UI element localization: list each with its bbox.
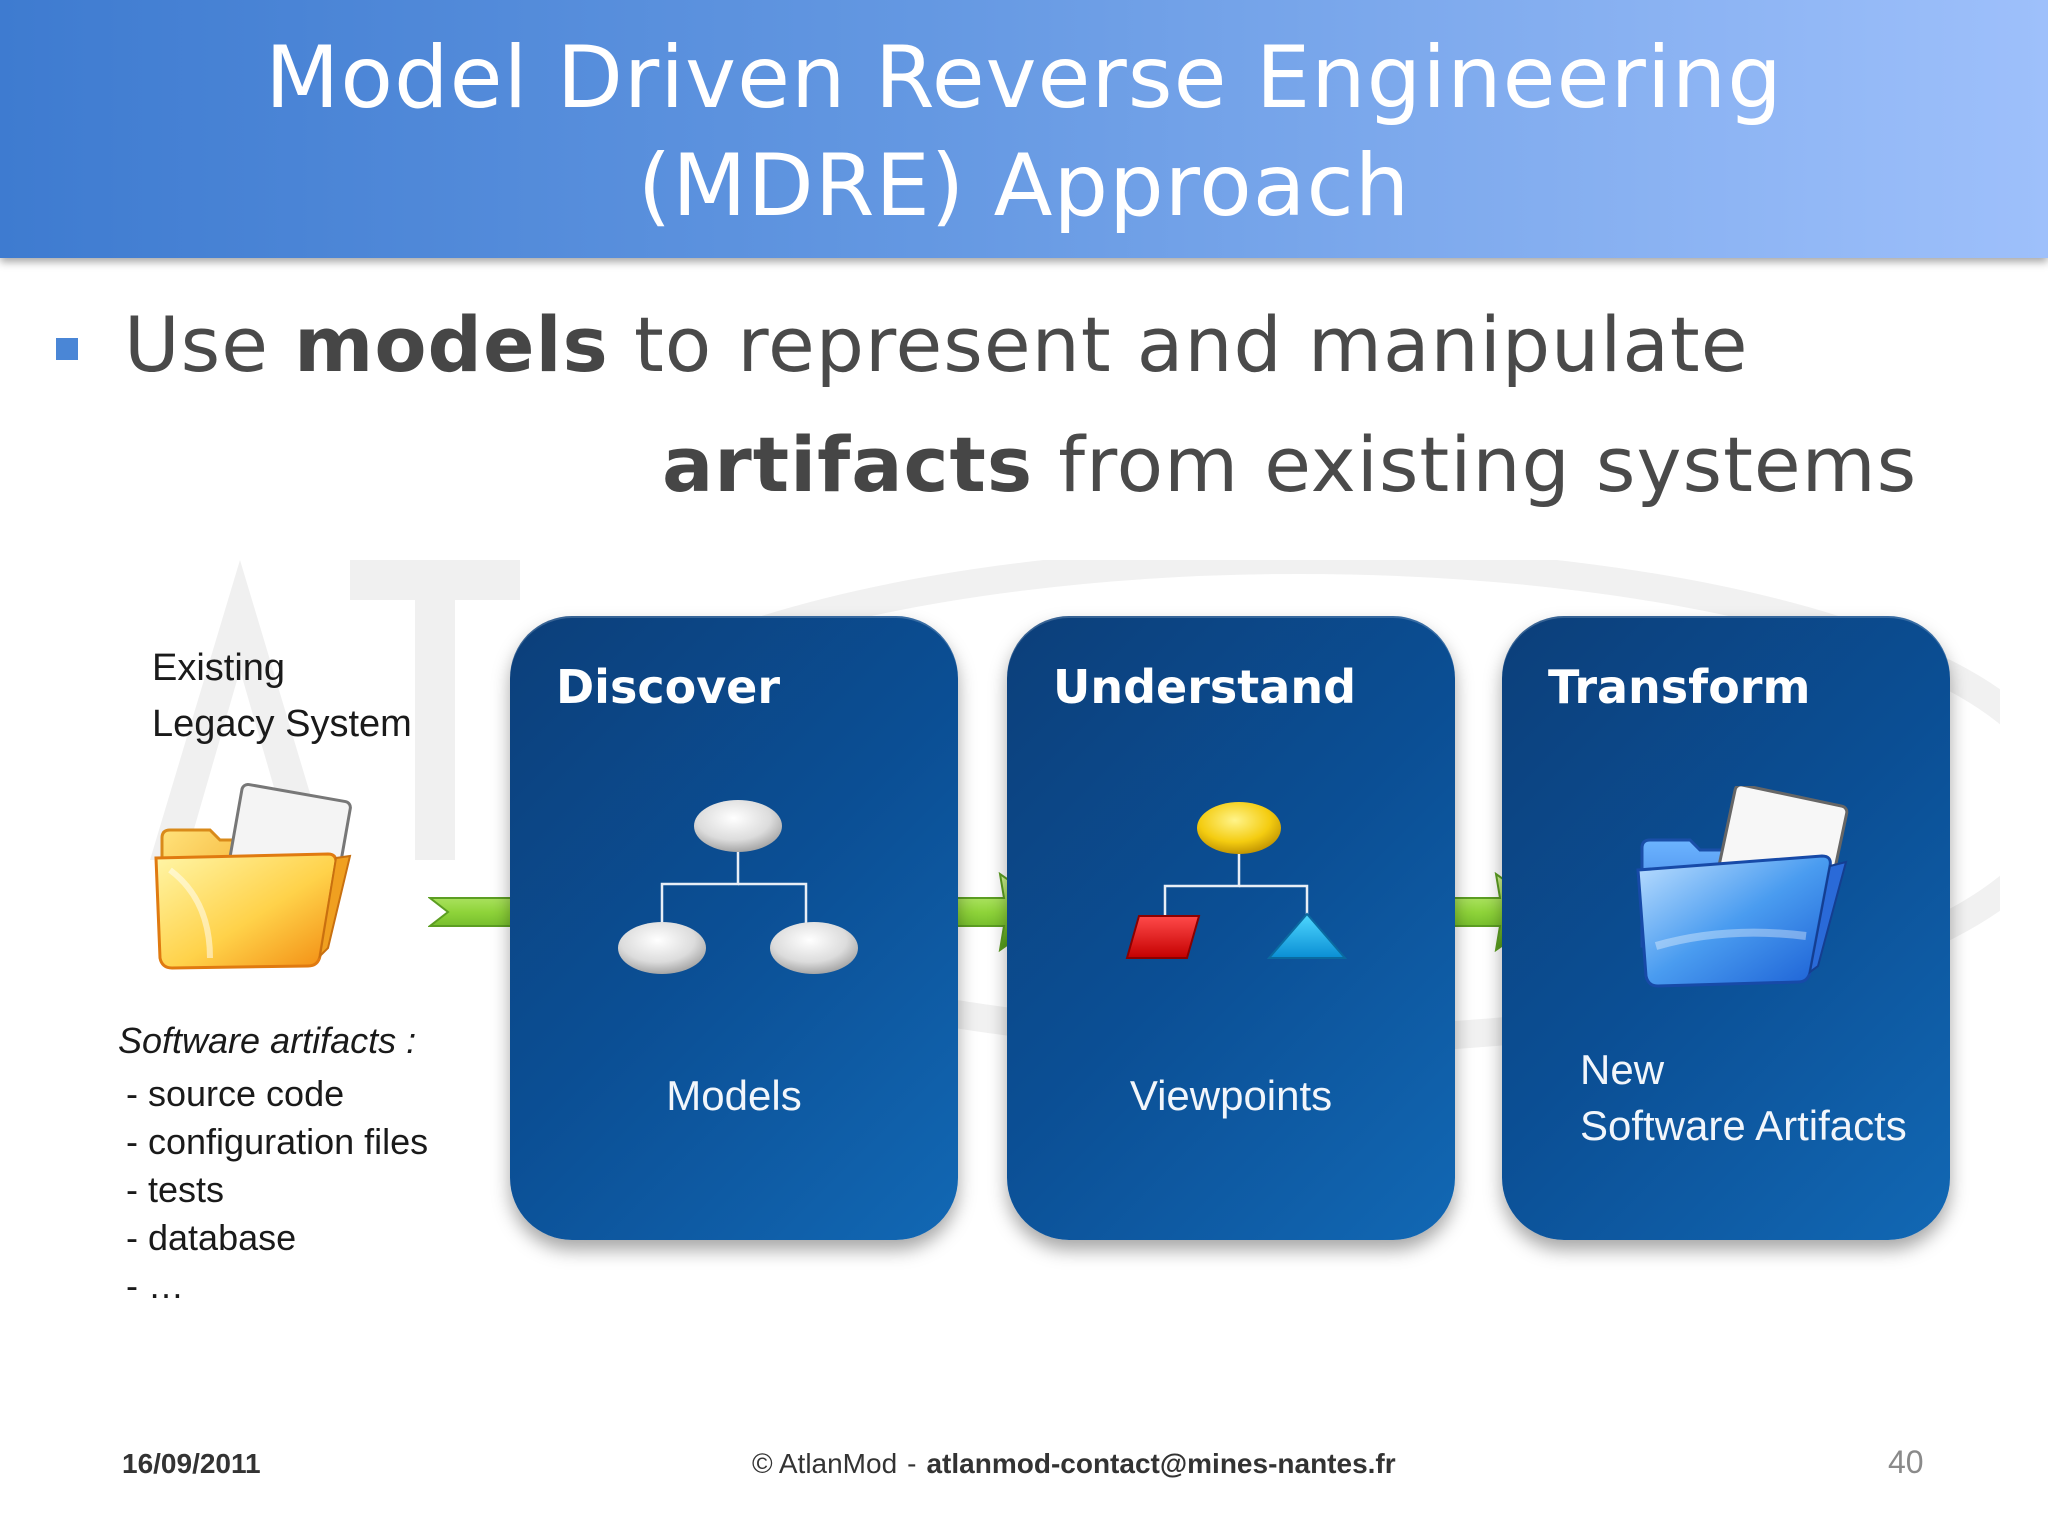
bullet-text-part: Use <box>124 300 295 389</box>
stage-discover: Discover Models <box>510 616 958 1240</box>
artifact-item: … <box>126 1262 428 1310</box>
slide-title-line-2: (MDRE) Approach <box>637 136 1411 236</box>
artifact-item: source code <box>126 1070 428 1118</box>
legacy-system-label: Existing Legacy System <box>152 640 412 752</box>
artifact-item: database <box>126 1214 428 1262</box>
legacy-label-line-1: Existing <box>152 647 286 689</box>
blue-folder-icon <box>1636 786 1849 988</box>
title-banner: Model Driven Reverse Engineering (MDRE) … <box>0 0 2048 258</box>
bullet-bold-models: models <box>294 300 609 389</box>
stage-understand: Understand <box>1007 616 1455 1240</box>
model-tree-icon <box>618 800 858 974</box>
stage-caption: Viewpoints <box>1129 1072 1333 1119</box>
bullet-bold-artifacts: artifacts <box>662 420 1034 509</box>
slide-title: Model Driven Reverse Engineering (MDRE) … <box>0 24 2048 240</box>
stage-title: Understand <box>1053 660 1356 714</box>
stage-caption: New Software Artifacts <box>1580 1042 1907 1154</box>
stage-caption: Models <box>666 1072 802 1119</box>
viewpoint-shapes-icon <box>1125 802 1348 959</box>
bullet-text-part: to represent and manipulate <box>608 300 1749 389</box>
slide-title-line-1: Model Driven Reverse Engineering <box>265 28 1783 128</box>
artifact-item: tests <box>126 1166 428 1214</box>
software-artifacts-heading: Software artifacts : <box>118 1020 417 1061</box>
stage-title: Transform <box>1548 660 1811 714</box>
bullet-text-line-1: Use models to represent and manipulate <box>124 300 1748 389</box>
footer-copyright-text: © AtlanMod <box>752 1448 898 1479</box>
stage-caption-line-2: Software Artifacts <box>1580 1102 1907 1149</box>
software-artifacts-list: source code configuration files tests da… <box>126 1070 428 1310</box>
stage-caption-line-1: New <box>1580 1046 1665 1093</box>
footer-separator: - <box>907 1448 917 1479</box>
footer-date: 16/09/2011 <box>122 1448 261 1479</box>
legacy-label-line-2: Legacy System <box>152 703 412 745</box>
yellow-folder-icon <box>154 782 352 970</box>
bullet-text-line-2: artifacts from existing systems <box>662 420 1917 509</box>
bullet-text-part: from existing systems <box>1033 420 1918 509</box>
page-number: 40 <box>1888 1444 1924 1480</box>
footer-email: atlanmod-contact@mines-nantes.fr <box>926 1448 1396 1479</box>
stage-title: Discover <box>556 660 781 714</box>
stage-transform: Transform New Software Artifacts <box>1502 616 1950 1240</box>
artifact-item: configuration files <box>126 1118 428 1166</box>
bullet-square-icon <box>56 338 78 360</box>
footer-copyright: © AtlanMod-atlanmod-contact@mines-nantes… <box>752 1448 1396 1480</box>
